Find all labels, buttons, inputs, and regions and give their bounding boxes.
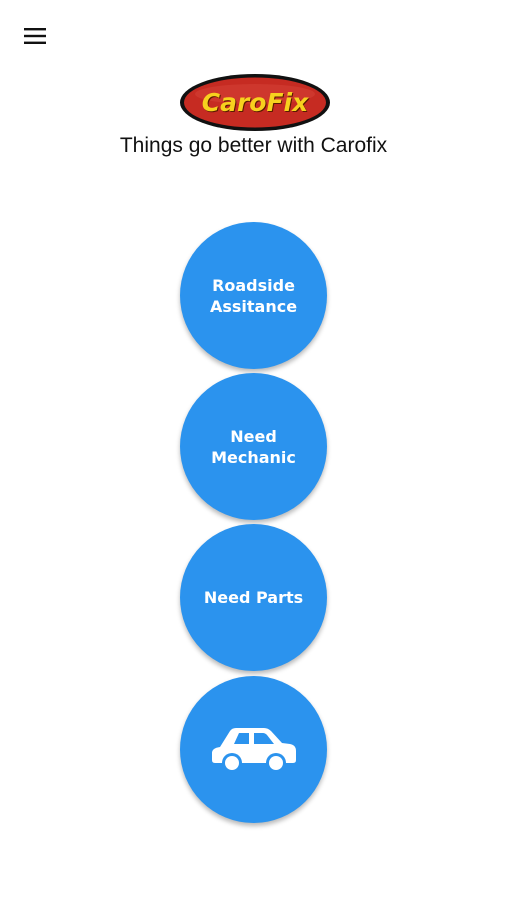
- car-icon: [211, 727, 296, 773]
- need-mechanic-label: Need Mechanic: [211, 426, 296, 467]
- menu-button[interactable]: [17, 18, 53, 54]
- tagline: Things go better with Carofix: [119, 134, 388, 157]
- hamburger-menu-icon: [24, 28, 46, 44]
- need-mechanic-button[interactable]: Need Mechanic: [180, 373, 327, 520]
- car-button[interactable]: [180, 676, 327, 823]
- carofix-logo: CaroFix: [179, 73, 331, 132]
- logo-text: CaroFix: [201, 88, 309, 117]
- roadside-assistance-label: Roadside Assitance: [209, 275, 298, 316]
- need-parts-button[interactable]: Need Parts: [180, 524, 327, 671]
- need-parts-label: Need Parts: [203, 588, 304, 607]
- roadside-assistance-button[interactable]: Roadside Assitance: [180, 222, 327, 369]
